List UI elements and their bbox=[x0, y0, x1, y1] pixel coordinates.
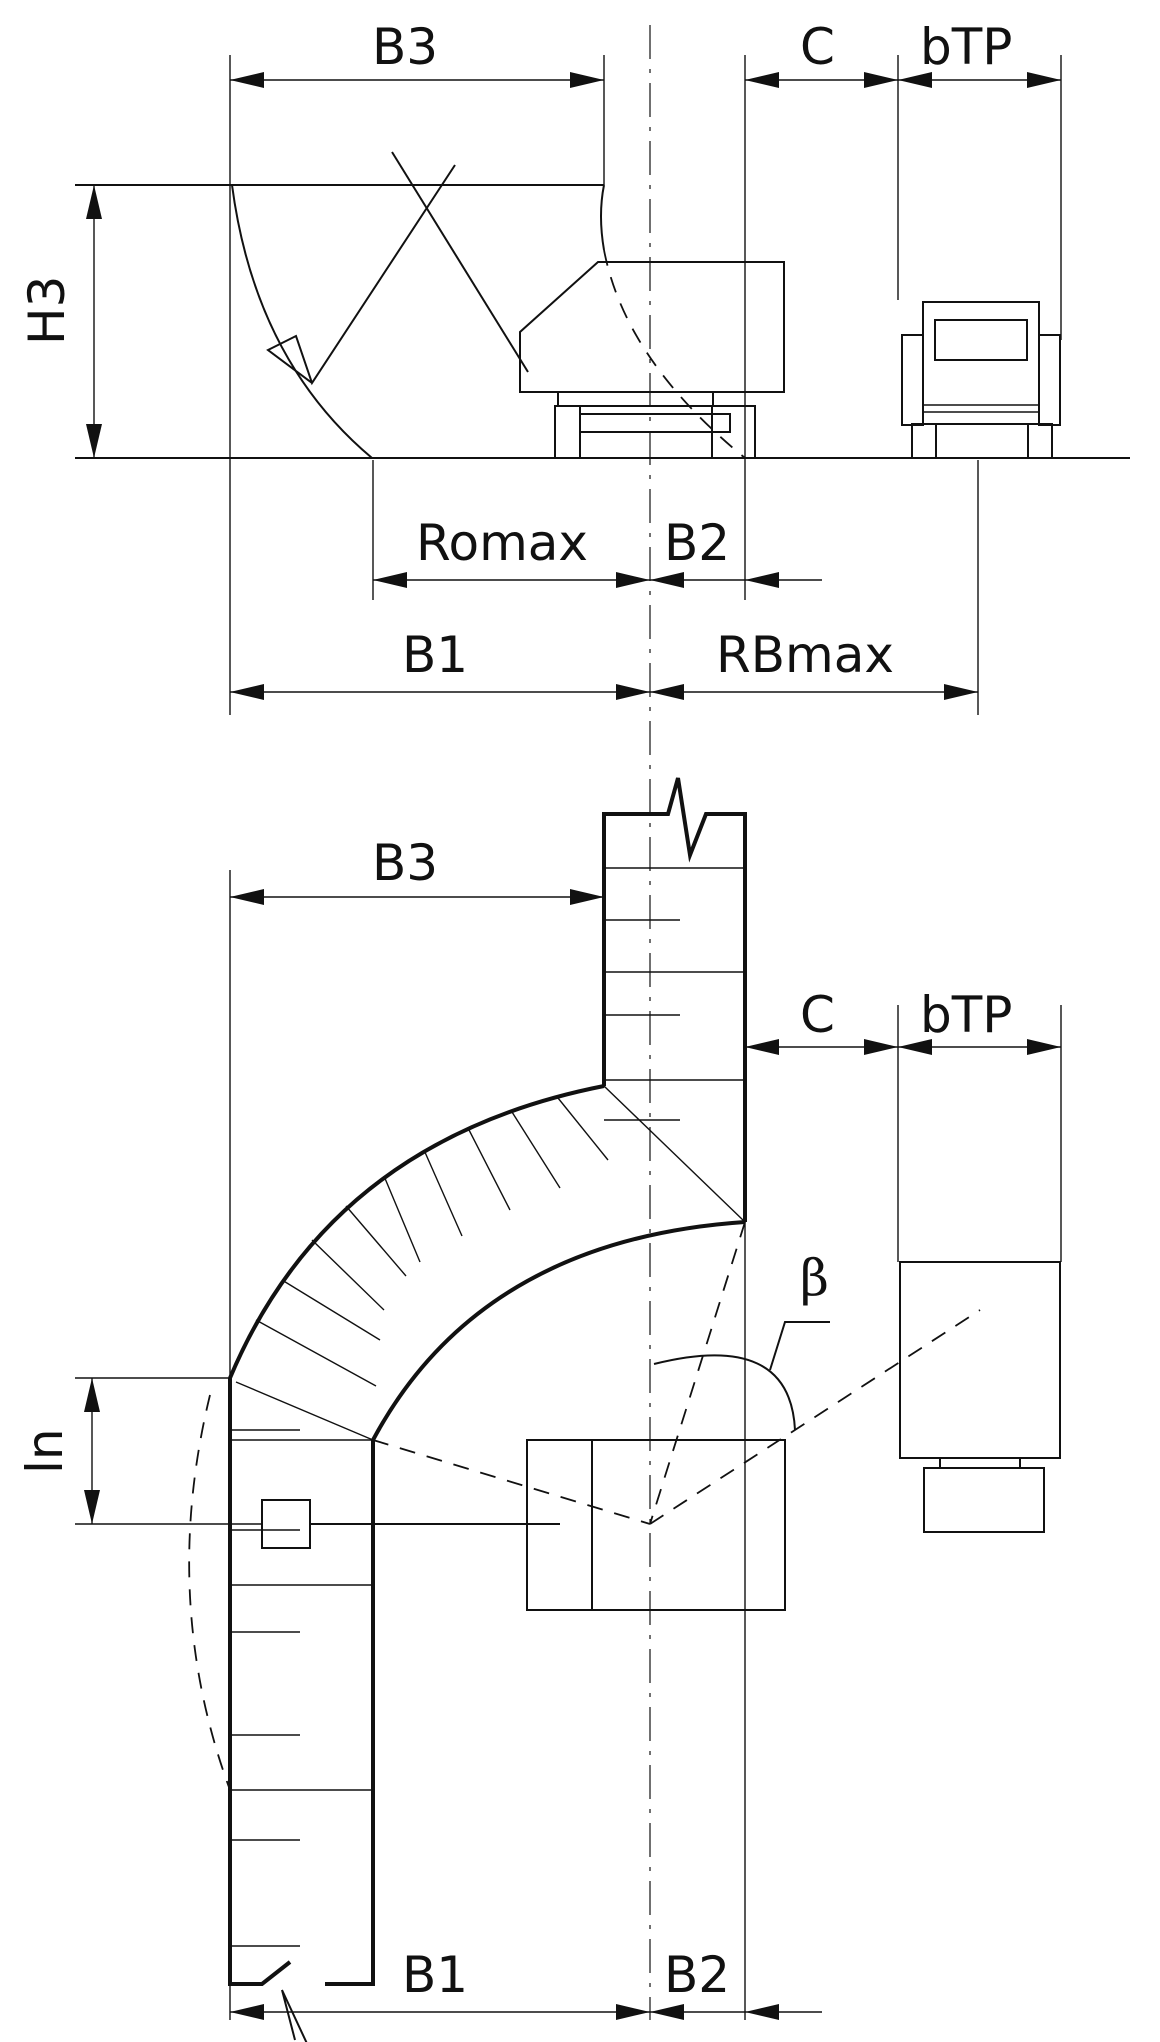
truck-wheel-right bbox=[1027, 423, 1053, 459]
label-h3: H3 bbox=[18, 276, 76, 345]
label-b2-bottom: B2 bbox=[664, 1946, 730, 2004]
label-beta: β bbox=[800, 1249, 829, 1307]
pit-right-edge bbox=[600, 184, 605, 251]
track-frame bbox=[554, 405, 756, 459]
bucket-position bbox=[261, 1499, 311, 1549]
track-inner bbox=[579, 413, 731, 433]
pit-slope-curve bbox=[231, 184, 373, 459]
label-btr-bottom: bTP bbox=[920, 986, 1012, 1044]
label-rvmax: RBmax bbox=[716, 626, 894, 684]
label-c-top: C bbox=[800, 18, 835, 76]
label-romax: Romax bbox=[416, 514, 588, 572]
swing-path-section bbox=[603, 249, 746, 459]
label-b1-top: B1 bbox=[402, 626, 468, 684]
truck-plan-body bbox=[899, 1261, 1061, 1459]
truck-windshield bbox=[934, 319, 1028, 361]
turntable bbox=[557, 391, 714, 407]
label-b2-top: B2 bbox=[664, 514, 730, 572]
truck-wheel-left bbox=[911, 423, 937, 459]
curved-trench-hatching bbox=[235, 1097, 609, 1441]
label-b1-bottom: B1 bbox=[402, 1946, 468, 2004]
swing-line-truck bbox=[649, 1309, 981, 1525]
boom-line bbox=[391, 151, 529, 373]
label-btr-top: bTP bbox=[920, 18, 1012, 76]
lower-trench-break bbox=[281, 1989, 308, 2042]
beta-leader bbox=[769, 1321, 830, 1371]
section-view: B3 C bTP H3 Romax B2 B1 RBmax bbox=[18, 18, 1130, 2020]
label-b3-bottom: B3 bbox=[372, 834, 438, 892]
truck-mirror-right bbox=[1038, 334, 1061, 426]
curved-trench-outer bbox=[228, 1084, 605, 1379]
label-c-bottom: C bbox=[800, 986, 835, 1044]
label-b3-top: B3 bbox=[372, 18, 438, 76]
upper-trench bbox=[602, 777, 747, 1222]
truck-mirror-left bbox=[901, 334, 924, 426]
label-ln: ln bbox=[16, 1428, 74, 1474]
swing-arc-left bbox=[188, 1394, 231, 1791]
lower-trench-left bbox=[228, 1378, 292, 1986]
beta-angle-arc bbox=[653, 1354, 796, 1431]
truck-plan-cab bbox=[923, 1467, 1045, 1533]
curved-trench-inner bbox=[371, 1220, 746, 1441]
lower-trench-right bbox=[325, 1440, 375, 1986]
lower-trench-rows bbox=[230, 1429, 373, 1947]
swing-line-inner bbox=[372, 1439, 651, 1525]
excavator-plan-body bbox=[526, 1439, 786, 1611]
upper-trench-diagonal bbox=[603, 1085, 746, 1223]
plan-view: B3 C bTP β ln B1 B2 bbox=[16, 777, 1062, 2042]
swing-line-right bbox=[649, 1221, 746, 1525]
stick-and-bucket bbox=[266, 164, 456, 386]
